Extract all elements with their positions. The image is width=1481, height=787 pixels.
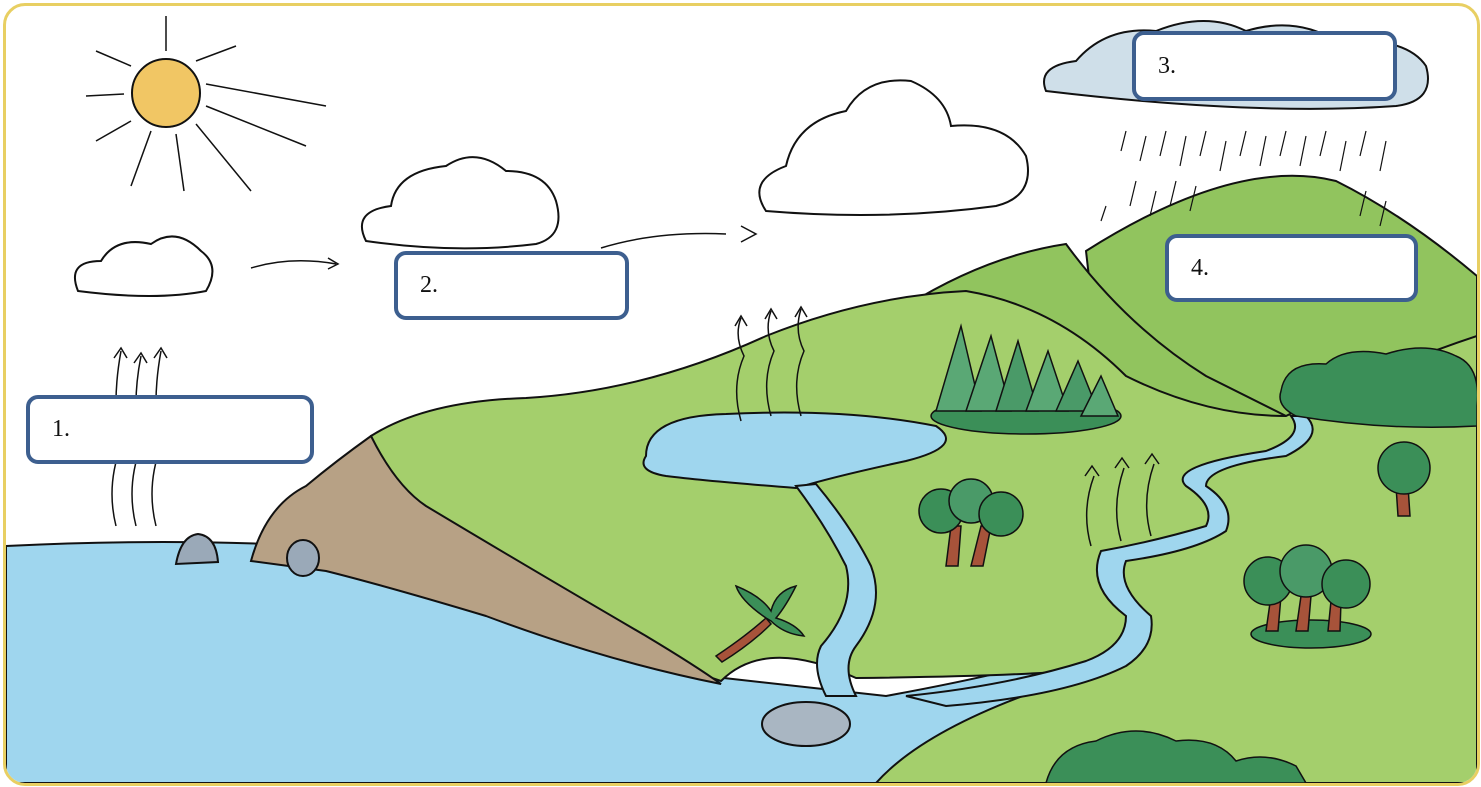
cliff-arch <box>287 540 319 576</box>
diagram-frame: 1. 2. 3. 4. <box>3 3 1480 786</box>
label-number-2: 2. <box>420 272 438 299</box>
label-box-condensation[interactable]: 2. <box>394 251 629 320</box>
river-rock <box>762 702 850 746</box>
small-cloud <box>75 236 212 296</box>
cloud-large <box>759 80 1028 215</box>
label-number-4: 4. <box>1191 255 1209 282</box>
sea-rock <box>176 534 218 564</box>
label-number-1: 1. <box>52 416 70 443</box>
label-box-precipitation[interactable]: 3. <box>1132 31 1397 101</box>
label-box-collection[interactable]: 4. <box>1165 234 1418 302</box>
label-box-evaporation[interactable]: 1. <box>26 395 314 464</box>
label-number-3: 3. <box>1158 53 1176 80</box>
tree-cluster-right <box>1244 545 1371 648</box>
sun <box>86 16 326 191</box>
cloud-middle <box>362 157 559 248</box>
